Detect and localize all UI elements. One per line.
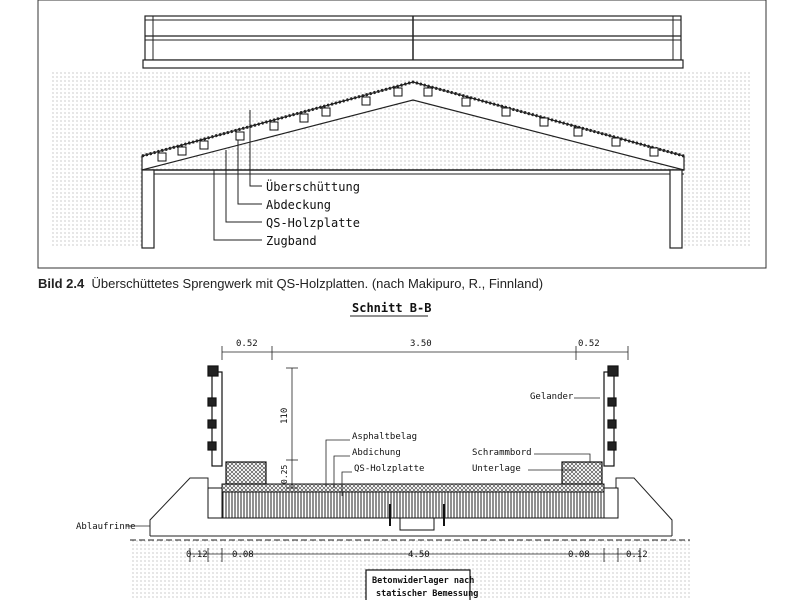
soil-fill [52, 70, 752, 248]
dim-top-right: 0.52 [578, 339, 600, 349]
label-schrammbord: Schrammbord [472, 448, 532, 458]
label-unterlage: Unterlage [472, 464, 521, 474]
label-gelander: Gelander [530, 392, 574, 402]
label-abdichung: Abdichung [352, 448, 401, 458]
figure-top: Überschüttung Abdeckung QS-Holzplatte Zu… [37, 0, 767, 269]
bolt-markers [157, 87, 659, 162]
figure-bottom: Schnitt B-B 0.52 3.50 0.52 110 0.25 [76, 301, 690, 600]
abutment-note: Betonwiderlager nach statischer Bemessun… [365, 569, 478, 600]
dim-bottom-right-edge: 0.12 [626, 550, 648, 560]
curbs [225, 461, 603, 485]
abutment-note-line1: Betonwiderlager nach [372, 575, 474, 586]
label-ablaufrinne: Ablaufrinne [76, 522, 136, 532]
deck [207, 483, 619, 531]
label-qs-holzplatte-bottom: QS-Holzplatte [354, 464, 424, 474]
dim-top-left: 0.52 [236, 339, 258, 349]
dim-bottom-left-edge: 0.12 [186, 550, 208, 560]
dim-bottom-left-gap: 0.08 [232, 550, 254, 560]
dimension-top [221, 346, 629, 360]
dim-bottom-right-gap: 0.08 [568, 550, 590, 560]
bottom-leaders [126, 397, 600, 527]
label-asphaltbelag: Asphaltbelag [352, 432, 417, 442]
railing-posts [207, 365, 619, 467]
top-leaders [213, 110, 262, 241]
section-title: Schnitt B-B [352, 301, 431, 315]
gable-structure [141, 80, 685, 249]
label-abdeckung: Abdeckung [266, 198, 331, 212]
figure-caption: Bild 2.4 Überschüttetes Sprengwerk mit Q… [38, 276, 543, 291]
label-qs-holzplatte: QS-Holzplatte [266, 216, 360, 230]
label-ueberschuettung: Überschüttung [266, 178, 360, 194]
dim-vertical-deck: 0.25 [280, 465, 289, 484]
abutment-note-line2: statischer Bemessung [376, 588, 478, 599]
dim-bottom-center: 4.50 [408, 550, 430, 560]
label-zugband: Zugband [266, 234, 317, 248]
asphalt-layer [221, 483, 605, 493]
top-labels: Überschüttung Abdeckung QS-Holzplatte Zu… [266, 178, 360, 248]
caption-text: Überschüttetes Sprengwerk mit QS-Holzpla… [91, 276, 544, 291]
caption-number: Bild 2.4 [38, 276, 85, 291]
figure-top-frame [37, 0, 767, 269]
dim-vertical-height: 110 [280, 408, 290, 424]
qs-timber-plate [221, 491, 605, 519]
dimension-bottom [189, 548, 641, 562]
dim-top-center: 3.50 [410, 339, 432, 349]
railing [142, 15, 684, 69]
